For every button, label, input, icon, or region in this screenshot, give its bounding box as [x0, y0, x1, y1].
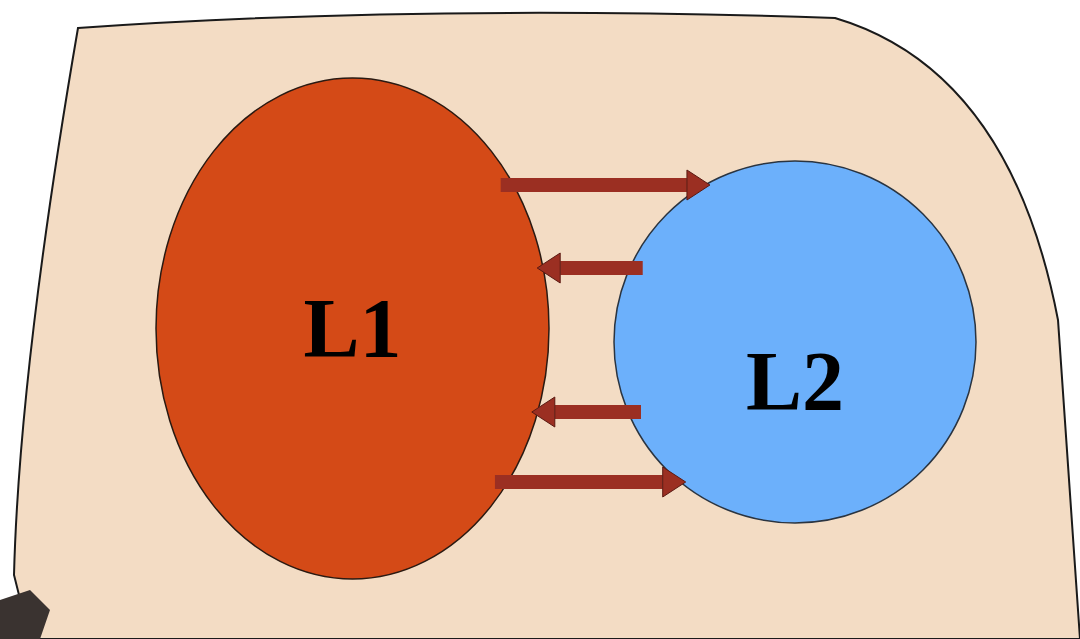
head-outline — [14, 13, 1080, 639]
arrow-connector — [560, 261, 643, 275]
lobe-label-holder: L2 — [613, 160, 977, 524]
nose-shadow — [0, 590, 50, 639]
arrow-connector — [555, 405, 641, 419]
arrow-connector — [495, 475, 663, 489]
arrow-connector — [501, 178, 687, 192]
lobe-label: L2 — [746, 340, 844, 424]
lobe-ellipse — [614, 161, 976, 523]
lobe-node: L2 — [613, 160, 977, 524]
lobe-label-holder: L1 — [155, 77, 550, 580]
lobe-label: L1 — [303, 287, 401, 371]
lobe-ellipse — [156, 78, 549, 579]
lobe-node: L1 — [155, 77, 550, 580]
